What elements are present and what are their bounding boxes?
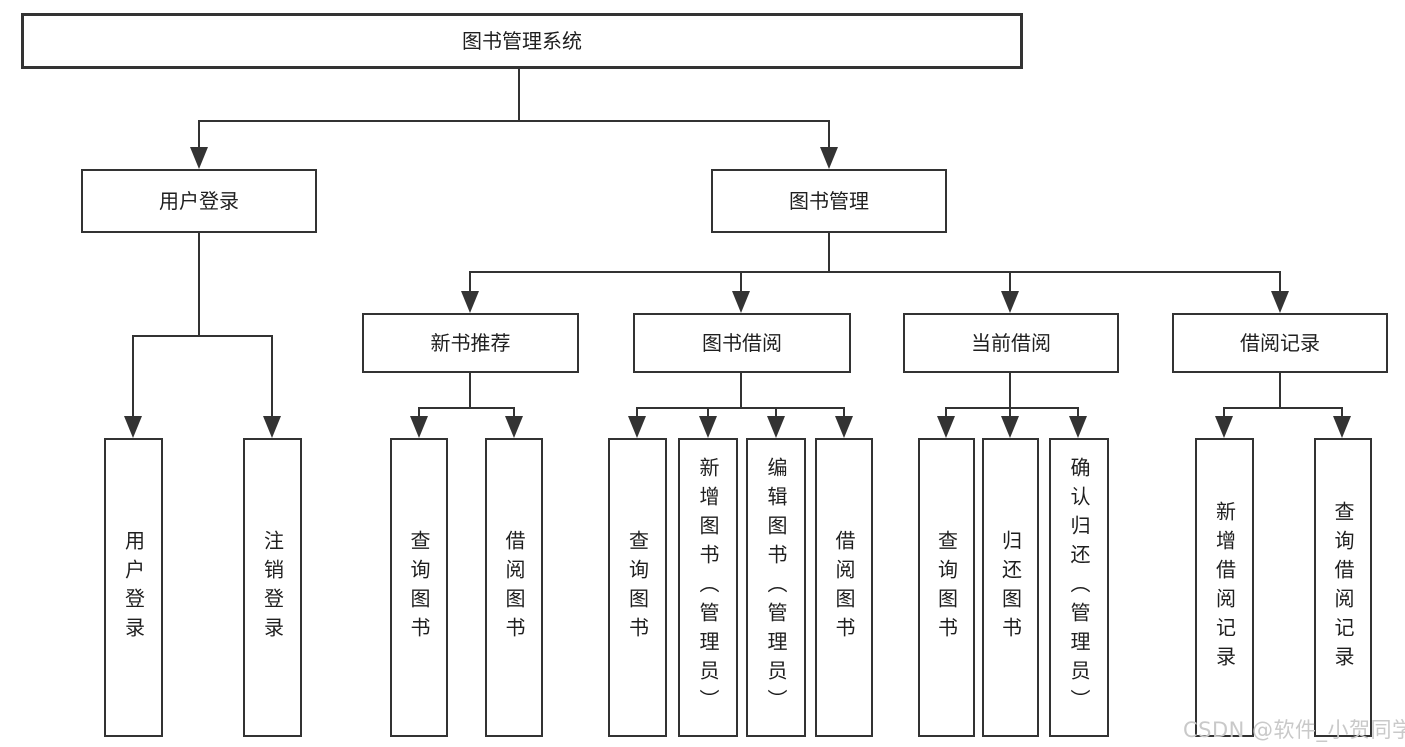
connector-group-drop (469, 373, 471, 409)
leaf-borrow-books: 借阅图书 (815, 438, 873, 737)
node-current-borrowing: 当前借阅 (903, 313, 1119, 373)
connector-group-drop (740, 373, 742, 409)
arrow-down-icon (1271, 291, 1289, 313)
node-book-borrowing: 图书借阅 (633, 313, 851, 373)
leaf-label: 查询借阅记录 (1331, 500, 1355, 675)
arrow-down-icon (1333, 416, 1351, 438)
connector-leaf-stem (271, 335, 273, 418)
arrow-down-icon (1215, 416, 1233, 438)
arrow-down-icon (1069, 416, 1087, 438)
node-label: 新书推荐 (430, 331, 511, 355)
arrow-down-icon (699, 416, 717, 438)
leaf-query-books: 查询图书 (608, 438, 667, 737)
arrow-down-icon (1001, 416, 1019, 438)
leaf-logout: 注销登录 (243, 438, 302, 737)
leaf-label: 借阅图书 (832, 529, 856, 646)
leaf-edit-books-admin: 编辑图书（管理员） (746, 438, 806, 737)
watermark-text: CSDN @软件_小贺同学 (1183, 718, 1405, 742)
leaf-borrow-books: 借阅图书 (485, 438, 543, 737)
connector-group-fork (636, 407, 845, 409)
leaf-label: 编辑图书（管理员） (764, 457, 788, 718)
arrow-down-icon (1001, 291, 1019, 313)
connector-group-fork (945, 407, 1079, 409)
leaf-label: 用户登录 (121, 529, 146, 646)
connector-leaf-stem (1077, 407, 1079, 418)
leaf-label: 查询图书 (625, 529, 650, 646)
connector-leaf-stem (1223, 407, 1225, 418)
node-borrowing-records: 借阅记录 (1172, 313, 1388, 373)
connector-level2-bus (198, 120, 830, 122)
leaf-add-borrow-record: 新增借阅记录 (1195, 438, 1254, 737)
node-new-book-recommendation: 新书推荐 (362, 313, 579, 373)
connector-leaf-stem (513, 407, 515, 418)
connector-level3-bus (469, 271, 1281, 273)
connector-leaf-stem (945, 407, 947, 418)
leaf-return-books: 归还图书 (982, 438, 1039, 737)
connector-group-drop (1009, 373, 1011, 409)
arrow-down-icon (767, 416, 785, 438)
arrow-down-icon (410, 416, 428, 438)
connector-leaf-stem (636, 407, 638, 418)
connector-group-fork (418, 407, 515, 409)
leaf-label: 新增借阅记录 (1212, 500, 1237, 675)
node-library-management-system: 图书管理系统 (21, 13, 1023, 69)
connector-leaf-stem (1009, 407, 1011, 418)
leaf-query-books: 查询图书 (918, 438, 975, 737)
arrow-down-icon (190, 147, 208, 169)
connector-leaf-stem (843, 407, 845, 418)
node-label: 用户登录 (159, 189, 239, 213)
connector-user-login-drop (198, 233, 200, 337)
arrow-down-icon (628, 416, 646, 438)
connector-root-drop (518, 69, 520, 122)
connector-leaf-stem (707, 407, 709, 418)
node-book-management: 图书管理 (711, 169, 947, 233)
connector-leaf-stem (132, 335, 134, 418)
node-user-login: 用户登录 (81, 169, 317, 233)
arrow-down-icon (505, 416, 523, 438)
connector-leaf-stem (1341, 407, 1343, 418)
connector-book-management-drop (828, 233, 830, 273)
leaf-label: 查询图书 (407, 529, 431, 646)
connector-group-drop (1279, 373, 1281, 409)
leaf-user-login: 用户登录 (104, 438, 163, 737)
node-label: 图书管理 (789, 189, 869, 213)
connector-leaf-stem (418, 407, 420, 418)
connector-book-management-stem (828, 120, 830, 149)
node-label: 图书管理系统 (462, 29, 582, 53)
connector-level3-stem (1009, 271, 1011, 293)
connector-user-login-fork (132, 335, 273, 337)
node-label: 借阅记录 (1240, 331, 1320, 355)
leaf-label: 注销登录 (260, 529, 285, 646)
arrow-down-icon (124, 416, 142, 438)
leaf-query-borrow-record: 查询借阅记录 (1314, 438, 1372, 737)
connector-level3-stem (740, 271, 742, 293)
node-label: 图书借阅 (702, 331, 782, 355)
connector-user-login-stem (198, 120, 200, 149)
arrow-down-icon (835, 416, 853, 438)
arrow-down-icon (820, 147, 838, 169)
arrow-down-icon (937, 416, 955, 438)
leaf-label: 归还图书 (998, 529, 1023, 646)
leaf-add-books-admin: 新增图书（管理员） (678, 438, 738, 737)
connector-level3-stem (469, 271, 471, 293)
leaf-label: 借阅图书 (502, 529, 526, 646)
connector-group-fork (1223, 407, 1343, 409)
leaf-label: 新增图书（管理员） (696, 457, 720, 718)
connector-level3-stem (1279, 271, 1281, 293)
arrow-down-icon (461, 291, 479, 313)
leaf-label: 查询图书 (934, 529, 959, 646)
node-label: 当前借阅 (971, 331, 1051, 355)
leaf-query-books: 查询图书 (390, 438, 448, 737)
leaf-label: 确认归还（管理员） (1067, 457, 1091, 718)
leaf-confirm-return-admin: 确认归还（管理员） (1049, 438, 1109, 737)
arrow-down-icon (263, 416, 281, 438)
arrow-down-icon (732, 291, 750, 313)
connector-leaf-stem (775, 407, 777, 418)
